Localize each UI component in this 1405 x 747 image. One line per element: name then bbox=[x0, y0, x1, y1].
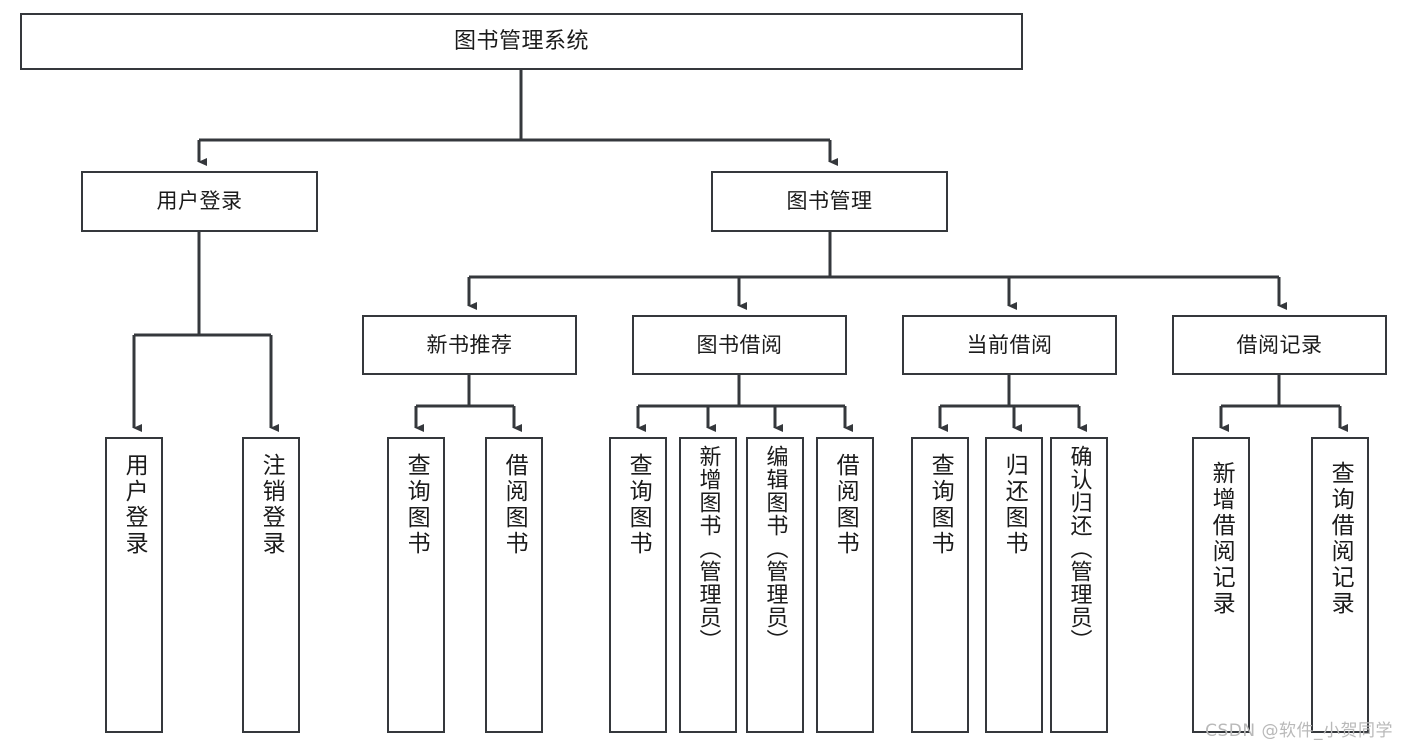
node-leaf-borrow-book-2[interactable]: 借阅图书 bbox=[816, 437, 874, 733]
node-leaf-user-login[interactable]: 用户登录 bbox=[105, 437, 163, 733]
node-book-management[interactable]: 图书管理 bbox=[711, 171, 948, 232]
node-new-book-recommend[interactable]: 新书推荐 bbox=[362, 315, 577, 375]
node-label: 归还图书 bbox=[1001, 453, 1028, 557]
node-label: 编辑图书（管理员） bbox=[762, 445, 788, 652]
node-label: 注销登录 bbox=[258, 453, 285, 557]
node-leaf-add-book-admin[interactable]: 新增图书（管理员） bbox=[679, 437, 737, 733]
node-leaf-edit-book-admin[interactable]: 编辑图书（管理员） bbox=[746, 437, 804, 733]
node-user-login[interactable]: 用户登录 bbox=[81, 171, 318, 232]
node-label: 借阅记录 bbox=[1236, 332, 1323, 357]
node-label: 图书管理系统 bbox=[453, 28, 589, 54]
node-leaf-query-borrow-record[interactable]: 查询借阅记录 bbox=[1311, 437, 1369, 733]
node-label: 当前借阅 bbox=[966, 332, 1053, 357]
node-leaf-query-book-1[interactable]: 查询图书 bbox=[387, 437, 445, 733]
node-label: 确认归还（管理员） bbox=[1066, 445, 1092, 652]
node-label: 查询图书 bbox=[927, 453, 954, 557]
node-leaf-logout-login[interactable]: 注销登录 bbox=[242, 437, 300, 733]
node-label: 借阅图书 bbox=[832, 453, 859, 557]
node-leaf-confirm-return-admin[interactable]: 确认归还（管理员） bbox=[1050, 437, 1108, 733]
node-label: 查询借阅记录 bbox=[1327, 461, 1354, 617]
node-label: 查询图书 bbox=[625, 453, 652, 557]
node-label: 查询图书 bbox=[403, 453, 430, 557]
node-label: 用户登录 bbox=[156, 189, 243, 214]
node-leaf-return-book[interactable]: 归还图书 bbox=[985, 437, 1043, 733]
node-leaf-query-book-2[interactable]: 查询图书 bbox=[609, 437, 667, 733]
node-root-system[interactable]: 图书管理系统 bbox=[20, 13, 1023, 70]
node-current-borrow[interactable]: 当前借阅 bbox=[902, 315, 1117, 375]
node-label: 用户登录 bbox=[121, 453, 148, 557]
node-label: 新增借阅记录 bbox=[1208, 461, 1235, 617]
node-label: 新书推荐 bbox=[426, 332, 513, 357]
node-book-borrow[interactable]: 图书借阅 bbox=[632, 315, 847, 375]
node-leaf-borrow-book-1[interactable]: 借阅图书 bbox=[485, 437, 543, 733]
node-label: 图书借阅 bbox=[696, 332, 783, 357]
node-label: 借阅图书 bbox=[501, 453, 528, 557]
node-leaf-add-borrow-record[interactable]: 新增借阅记录 bbox=[1192, 437, 1250, 733]
node-leaf-query-book-3[interactable]: 查询图书 bbox=[911, 437, 969, 733]
node-label: 图书管理 bbox=[786, 189, 873, 214]
node-label: 新增图书（管理员） bbox=[695, 445, 721, 652]
node-borrow-record[interactable]: 借阅记录 bbox=[1172, 315, 1387, 375]
